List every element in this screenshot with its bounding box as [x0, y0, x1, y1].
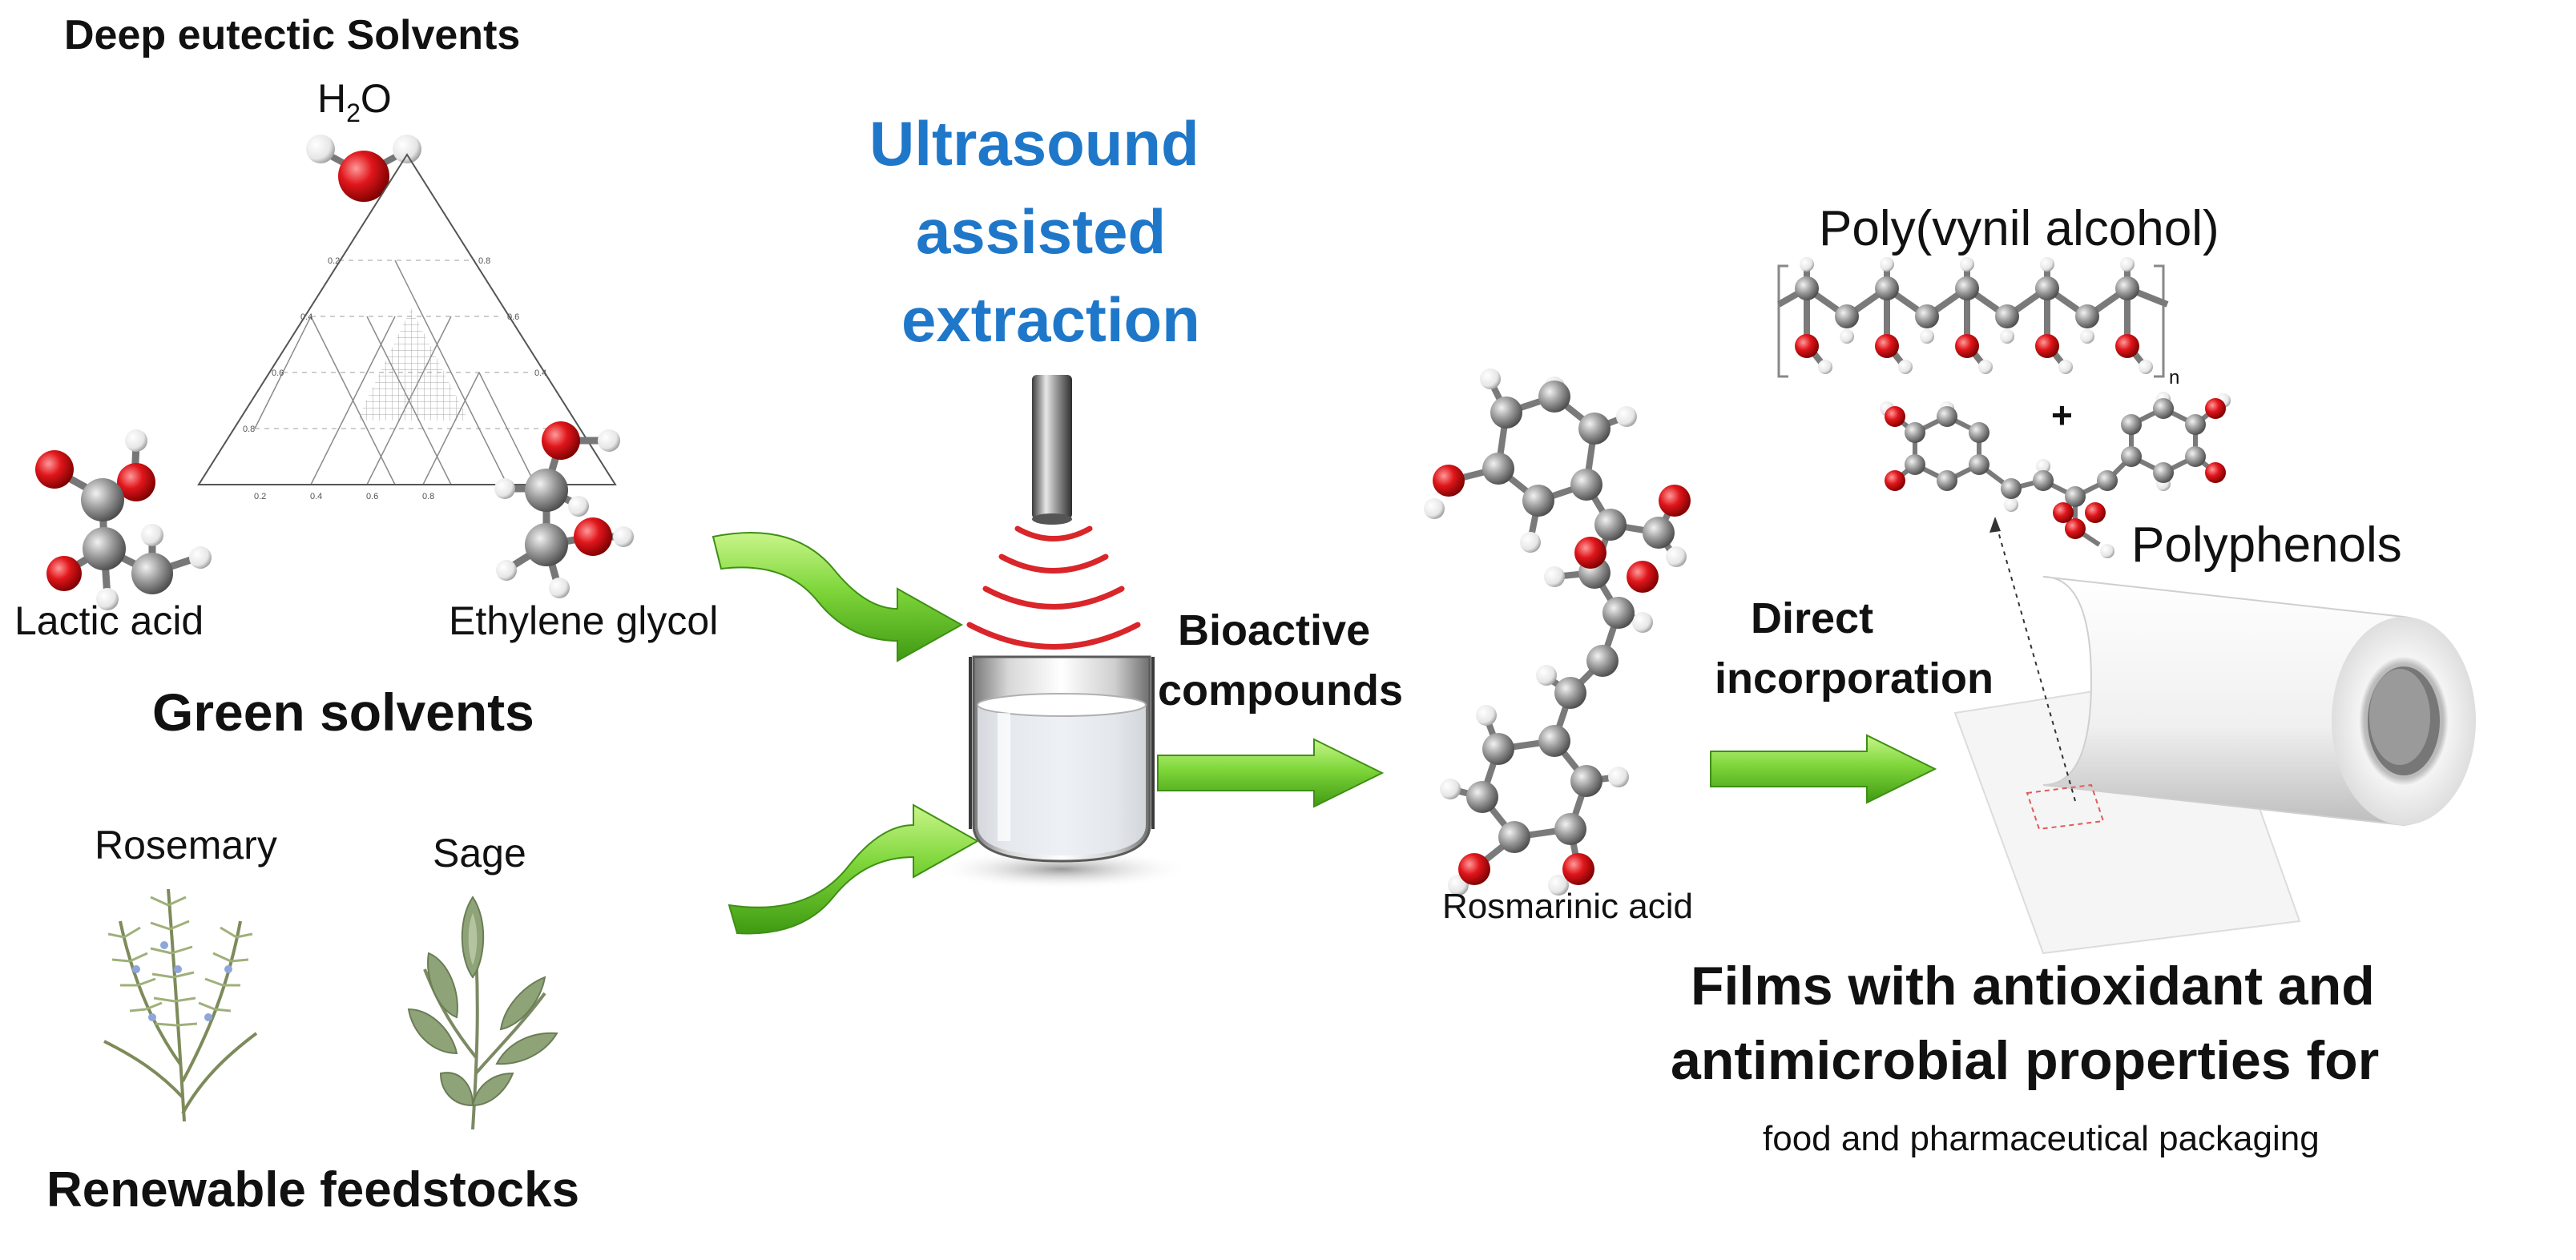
svg-text:0.2: 0.2	[328, 256, 340, 266]
ternary-diagram-icon: 0.2 0.4 0.6 0.8 0.8 0.6 0.4 0.2 0.2 0.4 …	[197, 153, 617, 501]
rosmarinic-acid-molecule-icon	[1424, 368, 1691, 896]
pva-label: Poly(vynil alcohol)	[1819, 201, 2219, 256]
svg-text:0.8: 0.8	[243, 425, 255, 434]
films-line2: antimicrobial properties for	[1671, 1030, 2380, 1091]
ultrasound-line1: Ultrasound	[869, 108, 1199, 179]
arrow-solvents-icon	[712, 532, 964, 662]
svg-text:0.8: 0.8	[478, 256, 490, 266]
bioactive-line2: compounds	[1158, 666, 1403, 715]
lactic-acid-label: Lactic acid	[14, 598, 204, 643]
ultrasound-probe-icon	[1032, 375, 1072, 525]
pva-polymer-icon	[1777, 257, 2169, 378]
svg-text:0.6: 0.6	[507, 312, 519, 322]
ethylene-glycol-molecule-icon	[494, 421, 634, 598]
svg-text:0.4: 0.4	[310, 492, 322, 501]
renewable-feedstocks-label: Renewable feedstocks	[46, 1162, 580, 1218]
ethylene-glycol-label: Ethylene glycol	[449, 598, 719, 643]
polymer-n-label: n	[2169, 367, 2180, 388]
svg-text:0.8: 0.8	[422, 492, 434, 501]
rosemary-label: Rosemary	[95, 823, 277, 868]
sage-label: Sage	[433, 831, 526, 876]
svg-text:0.4: 0.4	[300, 312, 312, 322]
ultrasound-line2: assisted	[916, 196, 1167, 267]
polyphenol-molecule-icon	[1880, 392, 2231, 558]
arrow-incorporation-icon	[1710, 734, 1937, 804]
svg-text:0.6: 0.6	[366, 492, 378, 501]
films-line1: Films with antioxidant and	[1691, 956, 2375, 1016]
rosmarinic-acid-label: Rosmarinic acid	[1442, 887, 1693, 926]
rosemary-plant-icon	[103, 888, 258, 1122]
film-roll-icon	[1953, 517, 2476, 955]
svg-text:0.2: 0.2	[254, 492, 266, 501]
plus-sign: +	[2051, 394, 2073, 436]
water-formula: H2O	[317, 76, 392, 127]
sage-plant-icon	[407, 896, 558, 1130]
ultrasound-line3: extraction	[901, 284, 1200, 355]
water-molecule-icon	[306, 135, 421, 202]
ultrasound-waves-icon	[966, 525, 1141, 650]
direct-line1: Direct	[1751, 594, 1874, 642]
lactic-acid-molecule-icon	[35, 429, 212, 610]
beaker-icon	[933, 655, 1190, 889]
arrow-bioactive-icon	[1157, 738, 1385, 808]
svg-text:0.6: 0.6	[272, 368, 284, 378]
svg-text:0.4: 0.4	[534, 368, 546, 378]
direct-line2: incorporation	[1715, 654, 1993, 702]
bioactive-line1: Bioactive	[1178, 606, 1371, 654]
arrow-feedstocks-icon	[728, 803, 980, 935]
films-line3: food and pharmaceutical packaging	[1763, 1119, 2320, 1158]
polyphenols-label: Polyphenols	[2131, 517, 2402, 573]
green-solvents-label: Green solvents	[152, 682, 534, 742]
des-title: Deep eutectic Solvents	[64, 12, 521, 58]
